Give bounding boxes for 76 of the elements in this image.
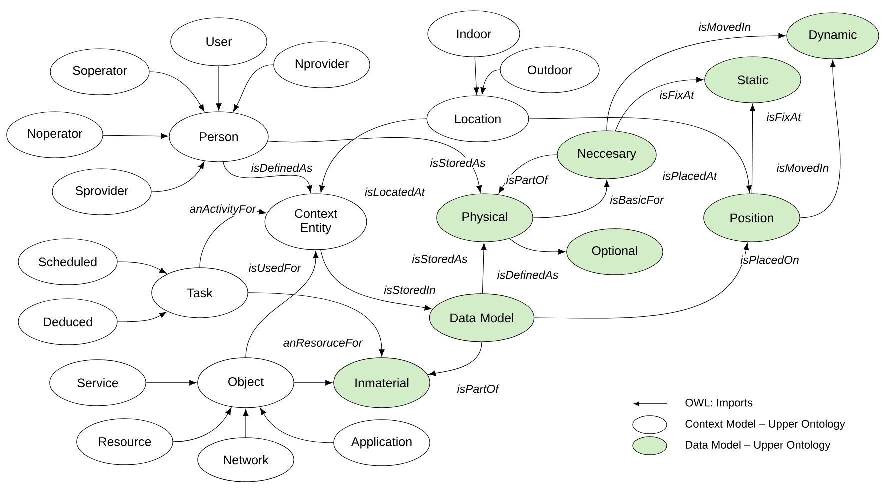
ellipse-node: Application xyxy=(334,420,430,466)
edge-label: isStoredAs xyxy=(411,254,469,264)
arrow xyxy=(481,243,487,294)
arrow xyxy=(320,250,432,311)
arrow xyxy=(428,342,482,376)
ellipse-node: Network xyxy=(198,438,294,482)
ellipse-node: Person xyxy=(169,112,269,162)
arrow xyxy=(615,77,704,132)
arrow xyxy=(534,243,750,319)
arrow xyxy=(223,162,312,193)
ellipse-node: Resource xyxy=(76,418,174,466)
ellipse-node: Dynamic xyxy=(786,12,880,60)
ellipse-node: Position xyxy=(704,194,800,242)
ellipse-node: Service xyxy=(50,360,146,406)
edge-label: isFixAt xyxy=(658,90,696,100)
ellipse-node: Scheduled xyxy=(18,238,118,286)
arrow xyxy=(260,408,334,444)
arrow xyxy=(248,292,385,357)
legend-text: Context Model – Upper Ontology xyxy=(686,420,846,430)
arrow xyxy=(474,56,480,95)
edge-label: anResoruceFor xyxy=(282,338,364,348)
arrow xyxy=(268,137,482,193)
ellipse-node: Physical xyxy=(436,194,534,242)
arrow xyxy=(606,33,786,131)
ellipse-node: Data Model xyxy=(429,294,535,342)
arrow xyxy=(150,72,205,112)
edge-label: isDefinedAs xyxy=(250,162,314,174)
arrow xyxy=(533,180,610,218)
ellipse-node: Optional xyxy=(566,228,664,276)
arrow xyxy=(320,118,428,193)
arrow xyxy=(294,380,333,386)
arrow xyxy=(480,70,500,95)
arrow xyxy=(233,64,274,112)
arrow xyxy=(498,154,558,194)
edge-label: anActivityFor xyxy=(188,204,258,216)
ellipse-node: User xyxy=(170,18,268,66)
legend-text: OWL: Imports xyxy=(686,399,753,409)
legend-text: Data Model – Upper Ontology xyxy=(686,440,831,452)
ellipse-node: Deduced xyxy=(18,298,118,346)
arrow xyxy=(152,162,205,192)
ellipse-node: Outdoor xyxy=(500,46,600,94)
arrow xyxy=(800,60,841,218)
edge-label: isPlacedAt xyxy=(662,170,718,182)
ellipse-node: Location xyxy=(426,96,530,142)
ellipse-node: Soperator xyxy=(50,48,150,96)
ellipse-node: Nprovider xyxy=(274,42,370,88)
edge-label: isMovedIn xyxy=(776,162,830,174)
arrow xyxy=(146,380,197,386)
edge-label: isPartOf xyxy=(456,384,500,394)
ellipse-node: Sprovider xyxy=(52,168,152,216)
edge-label: isBasicFor xyxy=(609,194,665,206)
ellipse-node: Indoor xyxy=(428,10,520,58)
arrow xyxy=(246,251,319,358)
arrow xyxy=(118,262,167,274)
arrow xyxy=(528,118,752,193)
edge-label: isFixAt xyxy=(766,112,802,122)
edge-label: isStoredIn xyxy=(383,284,437,296)
edge-label: isMovedIn xyxy=(698,22,752,32)
arrow xyxy=(243,409,249,438)
ellipse-node: Neccesary xyxy=(557,130,657,180)
arrow xyxy=(173,408,232,442)
ellipse-node: Object xyxy=(198,358,294,408)
arrow xyxy=(216,66,222,111)
edge-label: isPartOf xyxy=(505,174,549,186)
edge-label: isStoredAs xyxy=(429,158,487,168)
edge-label: isDefinedAs xyxy=(496,270,560,280)
arrow xyxy=(103,134,168,140)
arrow xyxy=(750,104,756,194)
ellipse-node: Inmaterial xyxy=(334,358,430,408)
ellipse-node: Static xyxy=(704,56,802,104)
arrow xyxy=(510,238,566,255)
ellipse-node: Task xyxy=(152,268,248,318)
ellipse-node: Noperator xyxy=(6,112,104,158)
edge-label: isUsedFor xyxy=(248,262,302,274)
edge-label: isPlacedOn xyxy=(740,254,800,266)
arrow xyxy=(118,312,167,322)
